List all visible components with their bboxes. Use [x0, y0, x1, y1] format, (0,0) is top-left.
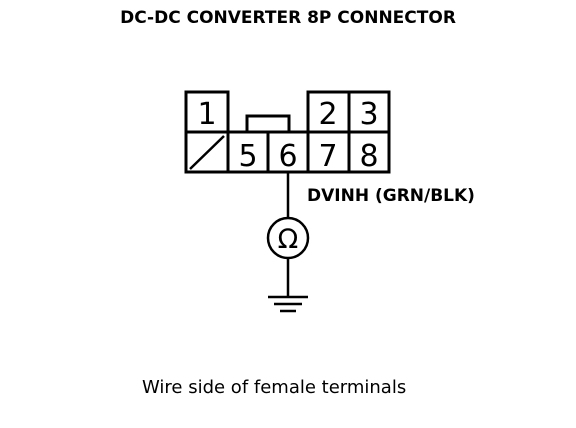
ohm-icon: Ω: [278, 224, 299, 255]
ground-icon: [268, 295, 308, 313]
diagram-title: DC-DC CONVERTER 8P CONNECTOR: [120, 8, 456, 28]
terminal-1: 1: [197, 97, 216, 132]
terminal-3: 3: [359, 97, 378, 132]
blank-terminal-slash: [189, 135, 225, 170]
wire-label: DVINH (GRN/BLK): [307, 186, 475, 206]
terminal-2: 2: [318, 97, 337, 132]
footer-caption: Wire side of female terminals: [142, 377, 407, 398]
locking-tab: [245, 114, 291, 132]
terminal-8: 8: [359, 139, 378, 174]
terminal-5: 5: [238, 139, 257, 174]
connector-outline: [184, 90, 391, 174]
terminal-6: 6: [278, 139, 297, 174]
terminal-7: 7: [318, 139, 337, 174]
